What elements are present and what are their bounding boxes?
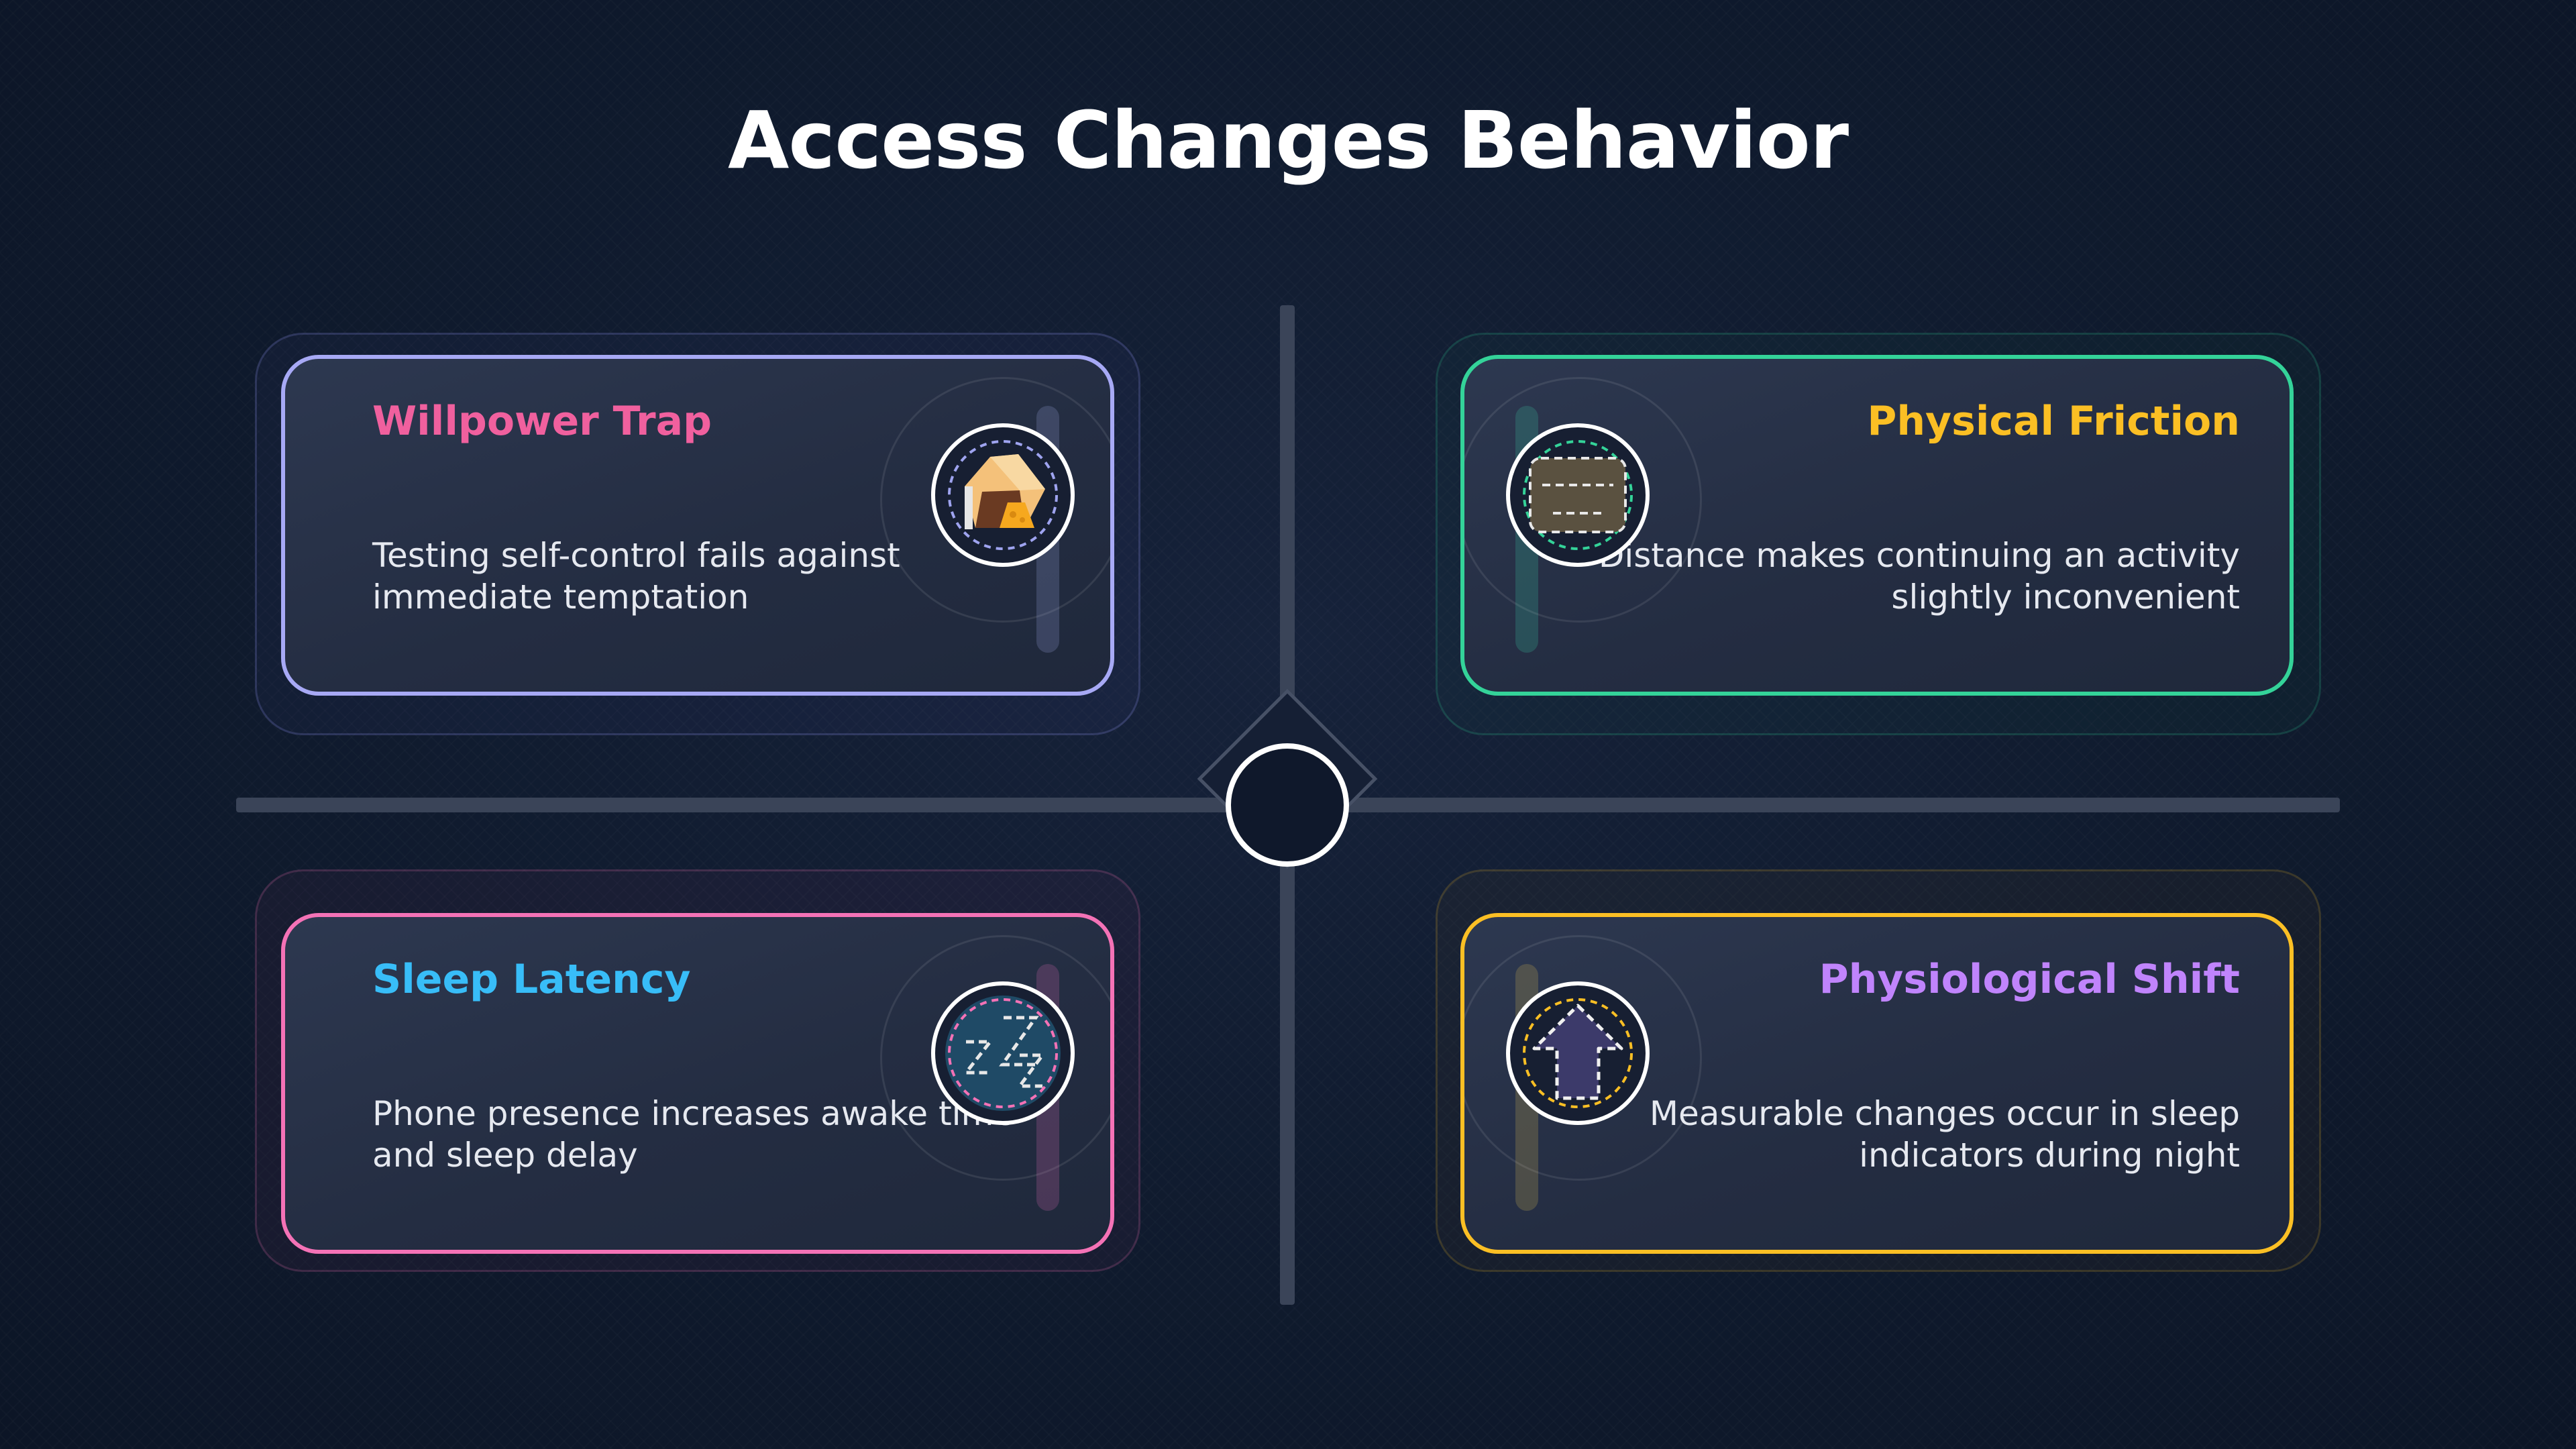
card-description: Phone presence increases awake time and …: [372, 1093, 1014, 1176]
card-physiological-shift[interactable]: Physiological Shift Measurable changes o…: [1460, 913, 2294, 1254]
icon-ring: [1464, 377, 1702, 623]
card-description: Testing self-control fails against immed…: [372, 535, 900, 618]
sleep-zz-icon: [931, 981, 1075, 1125]
description-line: slightly inconvenient: [1891, 578, 2240, 616]
card-title: Physical Friction: [1867, 398, 2240, 445]
icon-ring: [880, 935, 1110, 1181]
card-description: Distance makes continuing an activity sl…: [1599, 535, 2240, 618]
card-title: Willpower Trap: [372, 398, 712, 445]
icon-ring: [880, 377, 1110, 623]
cheese-trap-icon: [931, 423, 1075, 567]
card-physical-friction[interactable]: Physical Friction Distance makes continu…: [1460, 355, 2294, 696]
description-line: Measurable changes occur in sleep: [1649, 1094, 2240, 1133]
description-line: Testing self-control fails against: [372, 536, 900, 575]
card-description: Measurable changes occur in sleep indica…: [1650, 1093, 2240, 1176]
hub-circle: [1226, 743, 1349, 867]
description-line: Phone presence increases awake time: [372, 1094, 1015, 1133]
card-title: Sleep Latency: [372, 956, 691, 1003]
arrow-up-icon: [1506, 981, 1650, 1125]
description-line: Distance makes continuing an activity: [1598, 536, 2240, 575]
icon-ring: [1464, 935, 1702, 1181]
card-willpower-trap[interactable]: Willpower Trap Testing self-control fail…: [281, 355, 1114, 696]
description-line: and sleep delay: [372, 1136, 638, 1175]
page-title: Access Changes Behavior: [727, 94, 1849, 186]
description-line: indicators during night: [1859, 1136, 2240, 1175]
card-title: Physiological Shift: [1819, 956, 2240, 1003]
card-icon: [1506, 423, 1650, 567]
card-sleep-latency[interactable]: Sleep Latency Phone presence increases a…: [281, 913, 1114, 1254]
description-line: immediate temptation: [372, 578, 749, 616]
